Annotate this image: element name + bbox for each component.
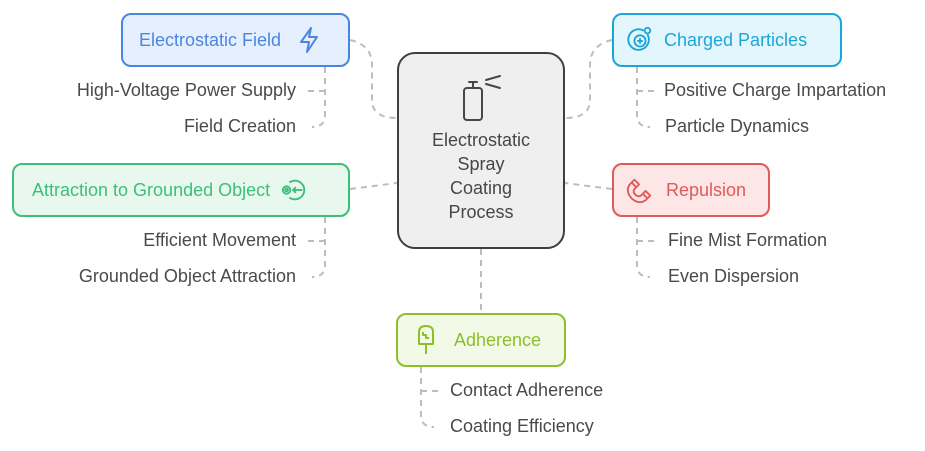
- charged-particle-icon: [626, 26, 654, 54]
- sub-item-particle-dynamics: Particle Dynamics: [665, 116, 810, 136]
- node-attraction-to-grounded-object[interactable]: Attraction to Grounded Object: [12, 163, 350, 217]
- node-charged-particles[interactable]: Charged Particles: [612, 13, 842, 67]
- sub-item-positive-charge-impartation: Positive Charge Impartation: [664, 80, 887, 100]
- central-node-title: Electrostatic Spray Coating Process: [431, 130, 531, 222]
- sub-item-contact-adherence: Contact Adherence: [450, 380, 604, 400]
- node-label: Attraction to Grounded Object: [32, 179, 271, 200]
- node-adherence[interactable]: Adherence: [396, 313, 566, 367]
- connector-rep-children: [636, 217, 651, 278]
- magnet-icon: [626, 176, 654, 204]
- connector-cp-children: [636, 67, 651, 128]
- sub-item-coating-efficiency: Coating Efficiency: [450, 416, 594, 436]
- connector-center-repulsion: [564, 182, 613, 190]
- popsicle-icon: [412, 325, 440, 354]
- sub-item-high-voltage-power-supply: High-Voltage Power Supply: [76, 80, 296, 100]
- connector-center-charged-particles: [564, 39, 613, 119]
- target-arrow-icon: [280, 176, 308, 204]
- sub-item-even-dispersion: Even Dispersion: [668, 266, 800, 286]
- connector-center-electrostatic-field: [349, 39, 398, 119]
- node-label: Adherence: [454, 329, 542, 350]
- connector-adh-children: [420, 367, 435, 428]
- sub-item-efficient-movement: Efficient Movement: [143, 230, 296, 250]
- sub-item-field-creation: Field Creation: [183, 116, 296, 136]
- connector-att-children: [311, 217, 326, 278]
- node-label: Charged Particles: [664, 29, 808, 50]
- node-label: Electrostatic Field: [139, 29, 282, 50]
- node-label: Repulsion: [666, 179, 747, 200]
- sub-item-grounded-object-attraction: Grounded Object Attraction: [78, 266, 296, 286]
- connector-center-attraction: [349, 182, 398, 190]
- node-electrostatic-field[interactable]: Electrostatic Field: [121, 13, 350, 67]
- lightning-bolt-icon: [295, 26, 323, 54]
- spray-bottle-icon: [463, 75, 501, 121]
- node-repulsion[interactable]: Repulsion: [612, 163, 770, 217]
- connector-ef-children: [311, 67, 326, 128]
- central-node: Electrostatic Spray Coating Process: [397, 52, 565, 249]
- sub-item-fine-mist-formation: Fine Mist Formation: [668, 230, 828, 250]
